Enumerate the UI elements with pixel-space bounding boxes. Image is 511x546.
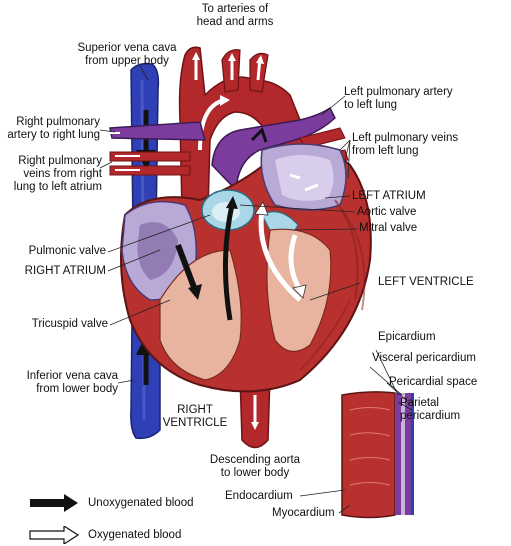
label-epicardium: Epicardium: [378, 331, 436, 343]
legend-unoxygenated: Unoxygenated blood: [28, 494, 194, 512]
label-left-pulmonary-artery: Left pulmonary artery to left lung: [344, 86, 453, 111]
legend-oxygenated: Oxygenated blood: [28, 526, 181, 544]
label-to-arteries: To arteries of head and arms: [196, 3, 274, 28]
black-arrow-icon: [30, 494, 78, 512]
label-pericardial-space: Pericardial space: [389, 376, 478, 388]
white-arrow-icon: [29, 526, 80, 544]
pulmonary-arteries: [108, 106, 336, 192]
leader-lines: [99, 65, 413, 514]
label-aortic-valve: Aortic valve: [357, 206, 417, 218]
aorta: [178, 46, 304, 449]
heart-wall-section: [341, 391, 414, 519]
label-myocardium: Myocardium: [272, 507, 335, 519]
label-inferior-vena-cava: Inferior vena cava from lower body: [26, 370, 118, 395]
label-visceral-pericardium: Visceral pericardium: [372, 352, 476, 364]
label-parietal-pericardium: Parietal pericardium: [400, 397, 461, 422]
label-left-atrium: LEFT ATRIUM: [352, 190, 426, 202]
label-endocardium: Endocardium: [225, 490, 293, 502]
label-right-pulmonary-artery: Right pulmonary artery to right lung: [7, 116, 100, 141]
label-superior-vena-cava: Superior vena cava from upper body: [77, 42, 177, 67]
label-mitral-valve: Mitral valve: [359, 222, 418, 234]
label-right-atrium: RIGHT ATRIUM: [24, 265, 106, 277]
label-right-ventricle: RIGHT VENTRICLE: [162, 404, 228, 429]
label-left-pulmonary-veins: Left pulmonary veins from left lung: [352, 132, 459, 157]
label-left-ventricle: LEFT VENTRICLE: [378, 276, 474, 288]
legend-unoxygenated-label: Unoxygenated blood: [88, 497, 194, 509]
label-descending-aorta: Descending aorta to lower body: [209, 454, 301, 479]
label-pulmonic-valve: Pulmonic valve: [28, 245, 106, 257]
legend-oxygenated-label: Oxygenated blood: [88, 529, 182, 541]
label-right-pulmonary-veins: Right pulmonary veins from right lung to…: [13, 155, 102, 193]
label-tricuspid-valve: Tricuspid valve: [31, 318, 108, 330]
heart-body: [120, 143, 372, 393]
